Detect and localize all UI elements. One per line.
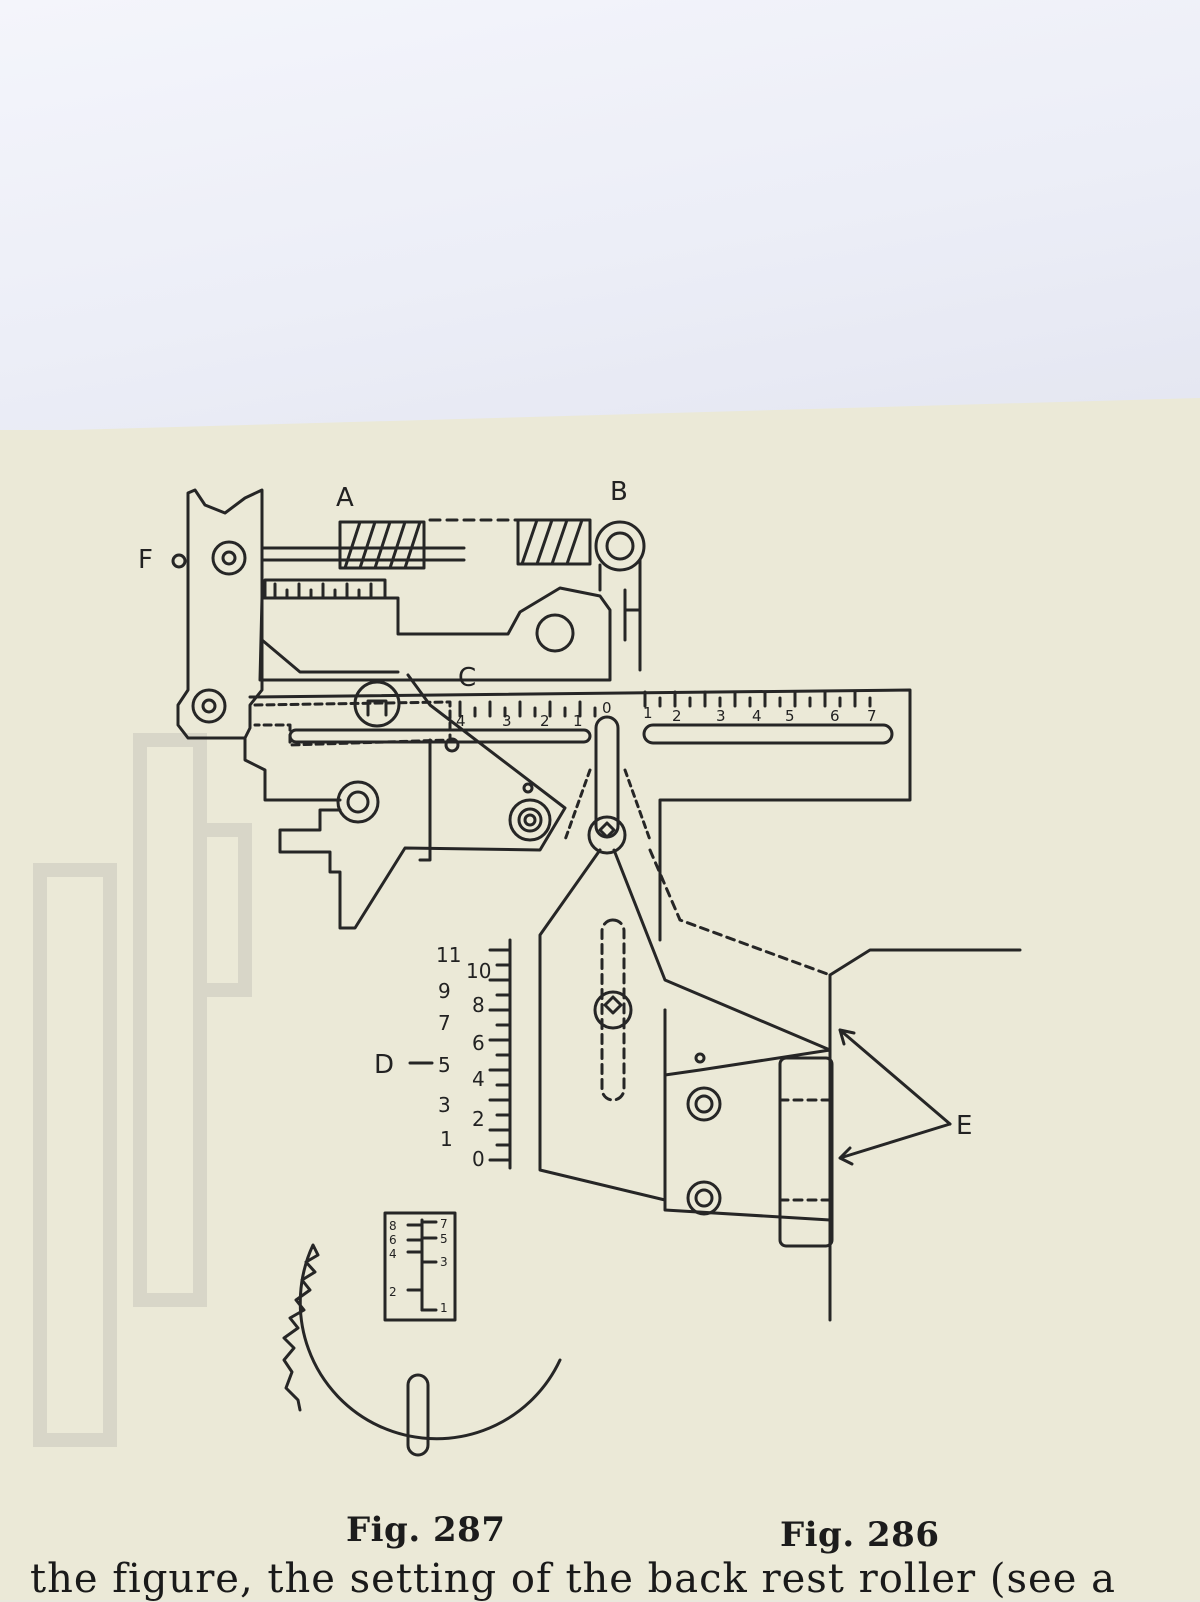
roller-b xyxy=(594,520,646,572)
hscale-right-5: 6 xyxy=(830,707,840,725)
caption-fig-286: Fig. 286 xyxy=(780,1515,940,1555)
hscale-right-0: 1 xyxy=(643,704,653,722)
vscale-even-4: 2 xyxy=(472,1107,485,1131)
spring-b xyxy=(516,518,592,566)
dial-left-3: 2 xyxy=(389,1285,397,1299)
arrow-e-lower xyxy=(838,1122,952,1166)
hscale-left-0: 4 xyxy=(456,712,466,730)
left-bracket xyxy=(176,488,264,740)
slot-bolt xyxy=(593,990,633,1030)
fig287-slot xyxy=(406,1373,430,1457)
vscale-odd-4: 3 xyxy=(438,1093,451,1117)
fig287-scale-window xyxy=(383,1211,457,1322)
horizontal-ruler xyxy=(248,688,912,942)
dial-right-0: 7 xyxy=(440,1217,448,1231)
dial-left-0: 8 xyxy=(389,1219,397,1233)
vscale-odd-3: 5 xyxy=(438,1053,451,1077)
vertical-scale-numerals: 11 9 7 5 3 1 10 8 6 4 2 0 xyxy=(436,943,491,1171)
dial-left-1: 6 xyxy=(389,1233,397,1247)
label-a: A xyxy=(336,483,354,513)
hscale-left-3: 1 xyxy=(573,712,583,730)
carriage-body xyxy=(258,586,612,682)
slot-screw xyxy=(444,737,460,753)
hscale-left-2: 2 xyxy=(540,712,550,730)
vscale-even-3: 4 xyxy=(472,1067,485,1091)
hscale-right-3: 4 xyxy=(752,707,762,725)
link-pivot xyxy=(587,815,627,855)
body-text-line: the figure, the setting of the back rest… xyxy=(30,1556,1116,1602)
hscale-left-4: 0 xyxy=(602,699,612,717)
hscale-right-6: 7 xyxy=(867,707,877,725)
dial-right-3: 1 xyxy=(440,1301,448,1315)
vscale-odd-0: 11 xyxy=(436,943,461,967)
dial-right-1: 5 xyxy=(440,1232,448,1246)
spring-a xyxy=(338,520,426,570)
label-b: B xyxy=(610,477,628,507)
lever-c xyxy=(278,673,567,930)
dial-numerals: 8 6 4 2 7 5 3 1 xyxy=(389,1217,448,1315)
horizontal-scale-numerals: 4 3 2 1 0 1 2 3 4 5 6 7 xyxy=(456,699,877,730)
vscale-even-2: 6 xyxy=(472,1031,485,1055)
label-d: D xyxy=(374,1050,394,1080)
overlapping-paper-sheet xyxy=(0,0,1200,430)
hscale-right-1: 2 xyxy=(672,707,682,725)
bracket-pivot-upper xyxy=(211,540,247,576)
dial-right-2: 3 xyxy=(440,1255,448,1269)
dial-left-2: 4 xyxy=(389,1247,397,1261)
roller-c xyxy=(508,798,552,842)
hscale-right-2: 3 xyxy=(716,707,726,725)
vscale-even-5: 0 xyxy=(472,1147,485,1171)
vscale-odd-5: 1 xyxy=(440,1127,453,1151)
fig287-dial xyxy=(282,1243,562,1441)
vscale-even-1: 8 xyxy=(472,993,485,1017)
label-f: F xyxy=(138,545,153,575)
bleed-through-texture xyxy=(33,733,252,1447)
caption-fig-287: Fig. 287 xyxy=(346,1510,506,1550)
hscale-left-1: 3 xyxy=(502,712,512,730)
hscale-right-4: 5 xyxy=(785,707,795,725)
vscale-odd-2: 7 xyxy=(438,1011,451,1035)
label-c: C xyxy=(458,663,476,693)
bracket-pivot-lower xyxy=(191,688,227,724)
label-e: E xyxy=(956,1111,972,1141)
vscale-odd-1: 9 xyxy=(438,979,451,1003)
vscale-even-0: 10 xyxy=(466,959,491,983)
arrow-e-upper xyxy=(838,1028,952,1126)
